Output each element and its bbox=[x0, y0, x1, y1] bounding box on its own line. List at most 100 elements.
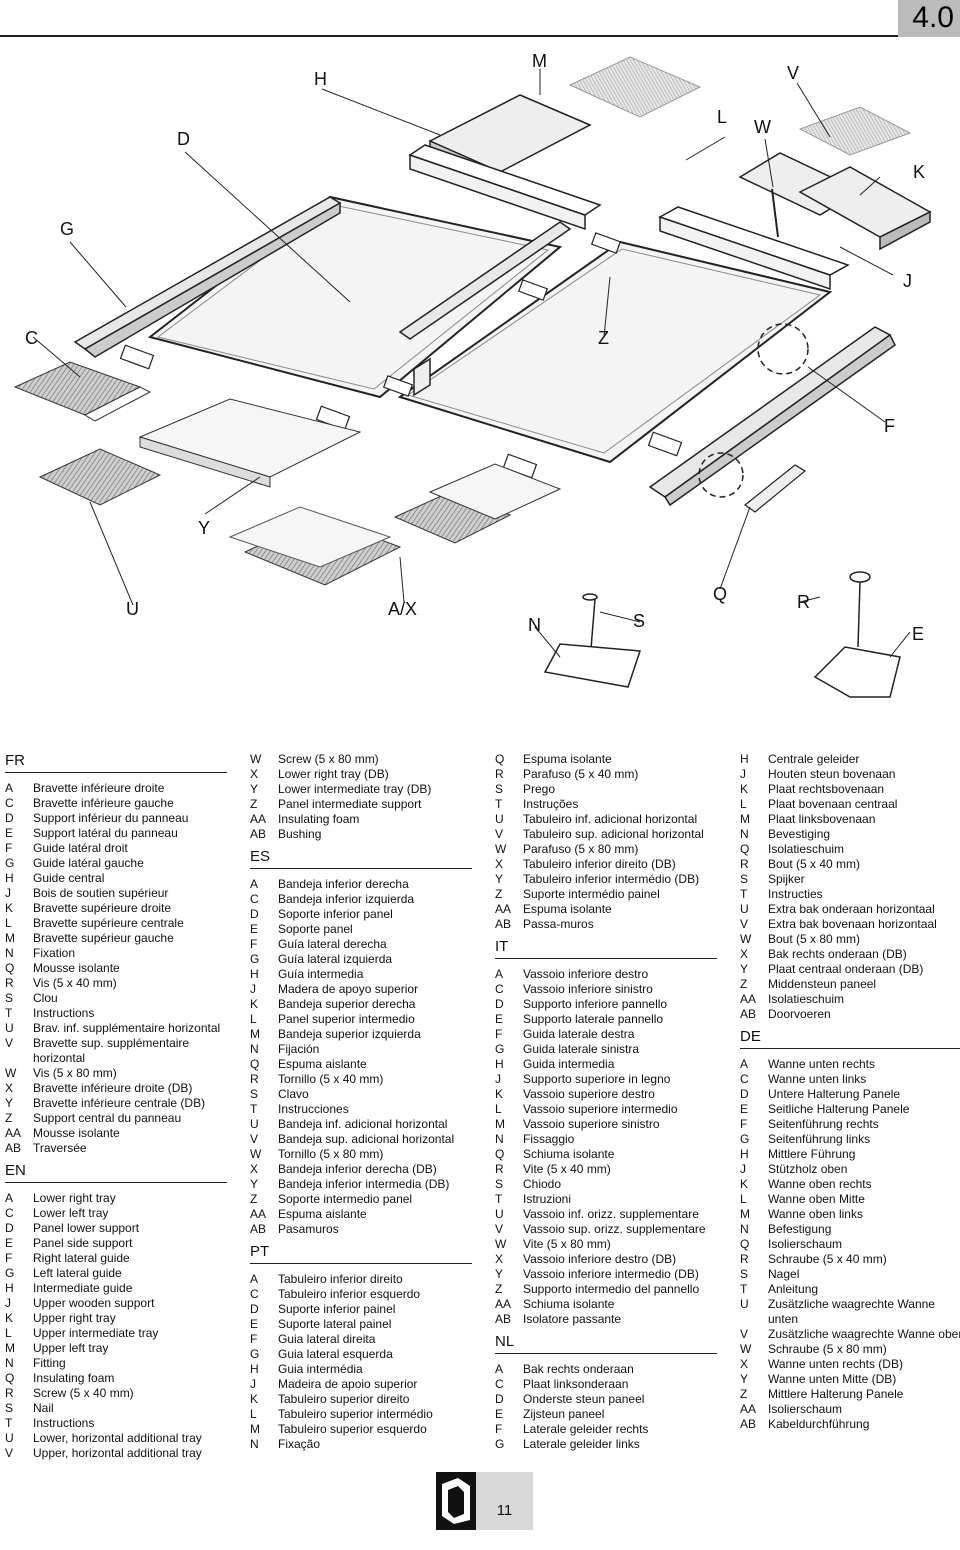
legend-item-key: K bbox=[495, 1087, 504, 1101]
legend-item-key: N bbox=[5, 1356, 14, 1370]
legend-item-label: Bandeja inferior izquierda bbox=[278, 892, 415, 906]
legend-item-key: Y bbox=[740, 962, 749, 976]
label-j: J bbox=[903, 271, 912, 291]
leader-lines bbox=[32, 69, 911, 658]
legend-item-label: Vassoio superiore intermedio bbox=[523, 1102, 678, 1116]
legend-item-label: Insulating foam bbox=[278, 812, 360, 826]
legend-item-label: Guia intermédia bbox=[278, 1362, 363, 1376]
legend-item-label: Tabuleiro superior intermédio bbox=[278, 1407, 433, 1421]
legend-item-key: V bbox=[5, 1446, 14, 1460]
legend-item-label: Wanne unten Mitte (DB) bbox=[768, 1372, 897, 1386]
legend-item-key: AB bbox=[740, 1007, 757, 1021]
legend-item-label: Bravette inférieure droite bbox=[33, 781, 165, 795]
legend-item-label: Bandeja inferior derecha bbox=[278, 877, 409, 891]
legend-item-label: Anleitung bbox=[768, 1282, 819, 1296]
legend-item-label: Support latéral du panneau bbox=[33, 826, 178, 840]
legend-item-label: Bout (5 x 40 mm) bbox=[768, 857, 861, 871]
legend-item-label: Support inférieur du panneau bbox=[33, 811, 189, 825]
legend-item-key: D bbox=[495, 1392, 504, 1406]
legend-item-label: Stützholz oben bbox=[768, 1162, 848, 1176]
legend-item-label: Instructions bbox=[33, 1006, 95, 1020]
legend-item-key: Z bbox=[740, 1387, 748, 1401]
legend-item-label: Extra bak bovenaan horizontaal bbox=[768, 917, 937, 931]
legend-item-key: Y bbox=[5, 1096, 14, 1110]
legend-item-label: Tabuleiro inf. adicional horizontal bbox=[523, 812, 698, 826]
legend-item-key: Q bbox=[495, 752, 505, 766]
legend-item-label: Mousse isolante bbox=[33, 961, 120, 975]
legend-item-key: Z bbox=[495, 887, 503, 901]
legend-item-key: M bbox=[250, 1027, 260, 1041]
legend-item-key: J bbox=[250, 982, 256, 996]
legend-item-label: Laterale geleider rechts bbox=[523, 1422, 649, 1436]
header-rule bbox=[0, 35, 960, 37]
legend-item-key: L bbox=[250, 1407, 257, 1421]
legend-item-key: E bbox=[495, 1407, 504, 1421]
legend-item-key: M bbox=[250, 1422, 260, 1436]
fitting-with-nail bbox=[543, 593, 642, 688]
legend-item-key: F bbox=[250, 937, 258, 951]
label-r: R bbox=[797, 592, 810, 612]
label-v: V bbox=[787, 63, 799, 83]
legend-item: J Madera de apoyo superior bbox=[250, 982, 478, 997]
legend-item-key: S bbox=[495, 1177, 504, 1191]
legend-item-label: Lower right tray bbox=[33, 1191, 116, 1205]
legend-item-key: N bbox=[250, 1437, 259, 1451]
legend-item-key: K bbox=[5, 1311, 14, 1325]
legend-item-label: Vassoio inf. orizz. supplementare bbox=[523, 1207, 699, 1221]
legend-item-key: R bbox=[740, 857, 749, 871]
legend-item-key: A bbox=[250, 877, 259, 891]
legend-item-label: Guia lateral direita bbox=[278, 1332, 376, 1346]
upper-right-tray bbox=[798, 166, 932, 251]
legend-item-label: Madera de apoyo superior bbox=[278, 982, 419, 996]
legend-item-label: Bravette inférieure droite (DB) bbox=[33, 1081, 193, 1095]
legend-item-label: Bandeja sup. adicional horizontal bbox=[278, 1132, 455, 1146]
legend-item-key: X bbox=[740, 947, 749, 961]
legend-item-label: Espuma isolante bbox=[523, 752, 612, 766]
legend-item-label: Instructies bbox=[768, 887, 823, 901]
panel-right bbox=[397, 240, 833, 464]
legend-item-key: H bbox=[495, 1057, 504, 1071]
lower-intermediate-tray bbox=[138, 398, 362, 488]
legend-item-key: Q bbox=[250, 1057, 260, 1071]
legend-title-it: IT bbox=[495, 938, 717, 959]
legend-item-key: W bbox=[495, 842, 507, 856]
legend-title-nl: NL bbox=[495, 1333, 717, 1354]
legend-item-key: AB bbox=[5, 1141, 22, 1155]
legend-item-key: Z bbox=[495, 1282, 503, 1296]
legend-item-label: Mittlere Führung bbox=[768, 1147, 856, 1161]
legend-item-label: Support central du panneau bbox=[33, 1111, 182, 1125]
legend-item-key: W bbox=[740, 932, 752, 946]
legend-item-key: J bbox=[740, 1162, 746, 1176]
legend-item-label: Suporte lateral painel bbox=[278, 1317, 392, 1331]
panel-lower-supports bbox=[119, 232, 683, 479]
legend-item-key: E bbox=[5, 1236, 14, 1250]
legend-item: Q Espuma isolante bbox=[495, 752, 723, 767]
